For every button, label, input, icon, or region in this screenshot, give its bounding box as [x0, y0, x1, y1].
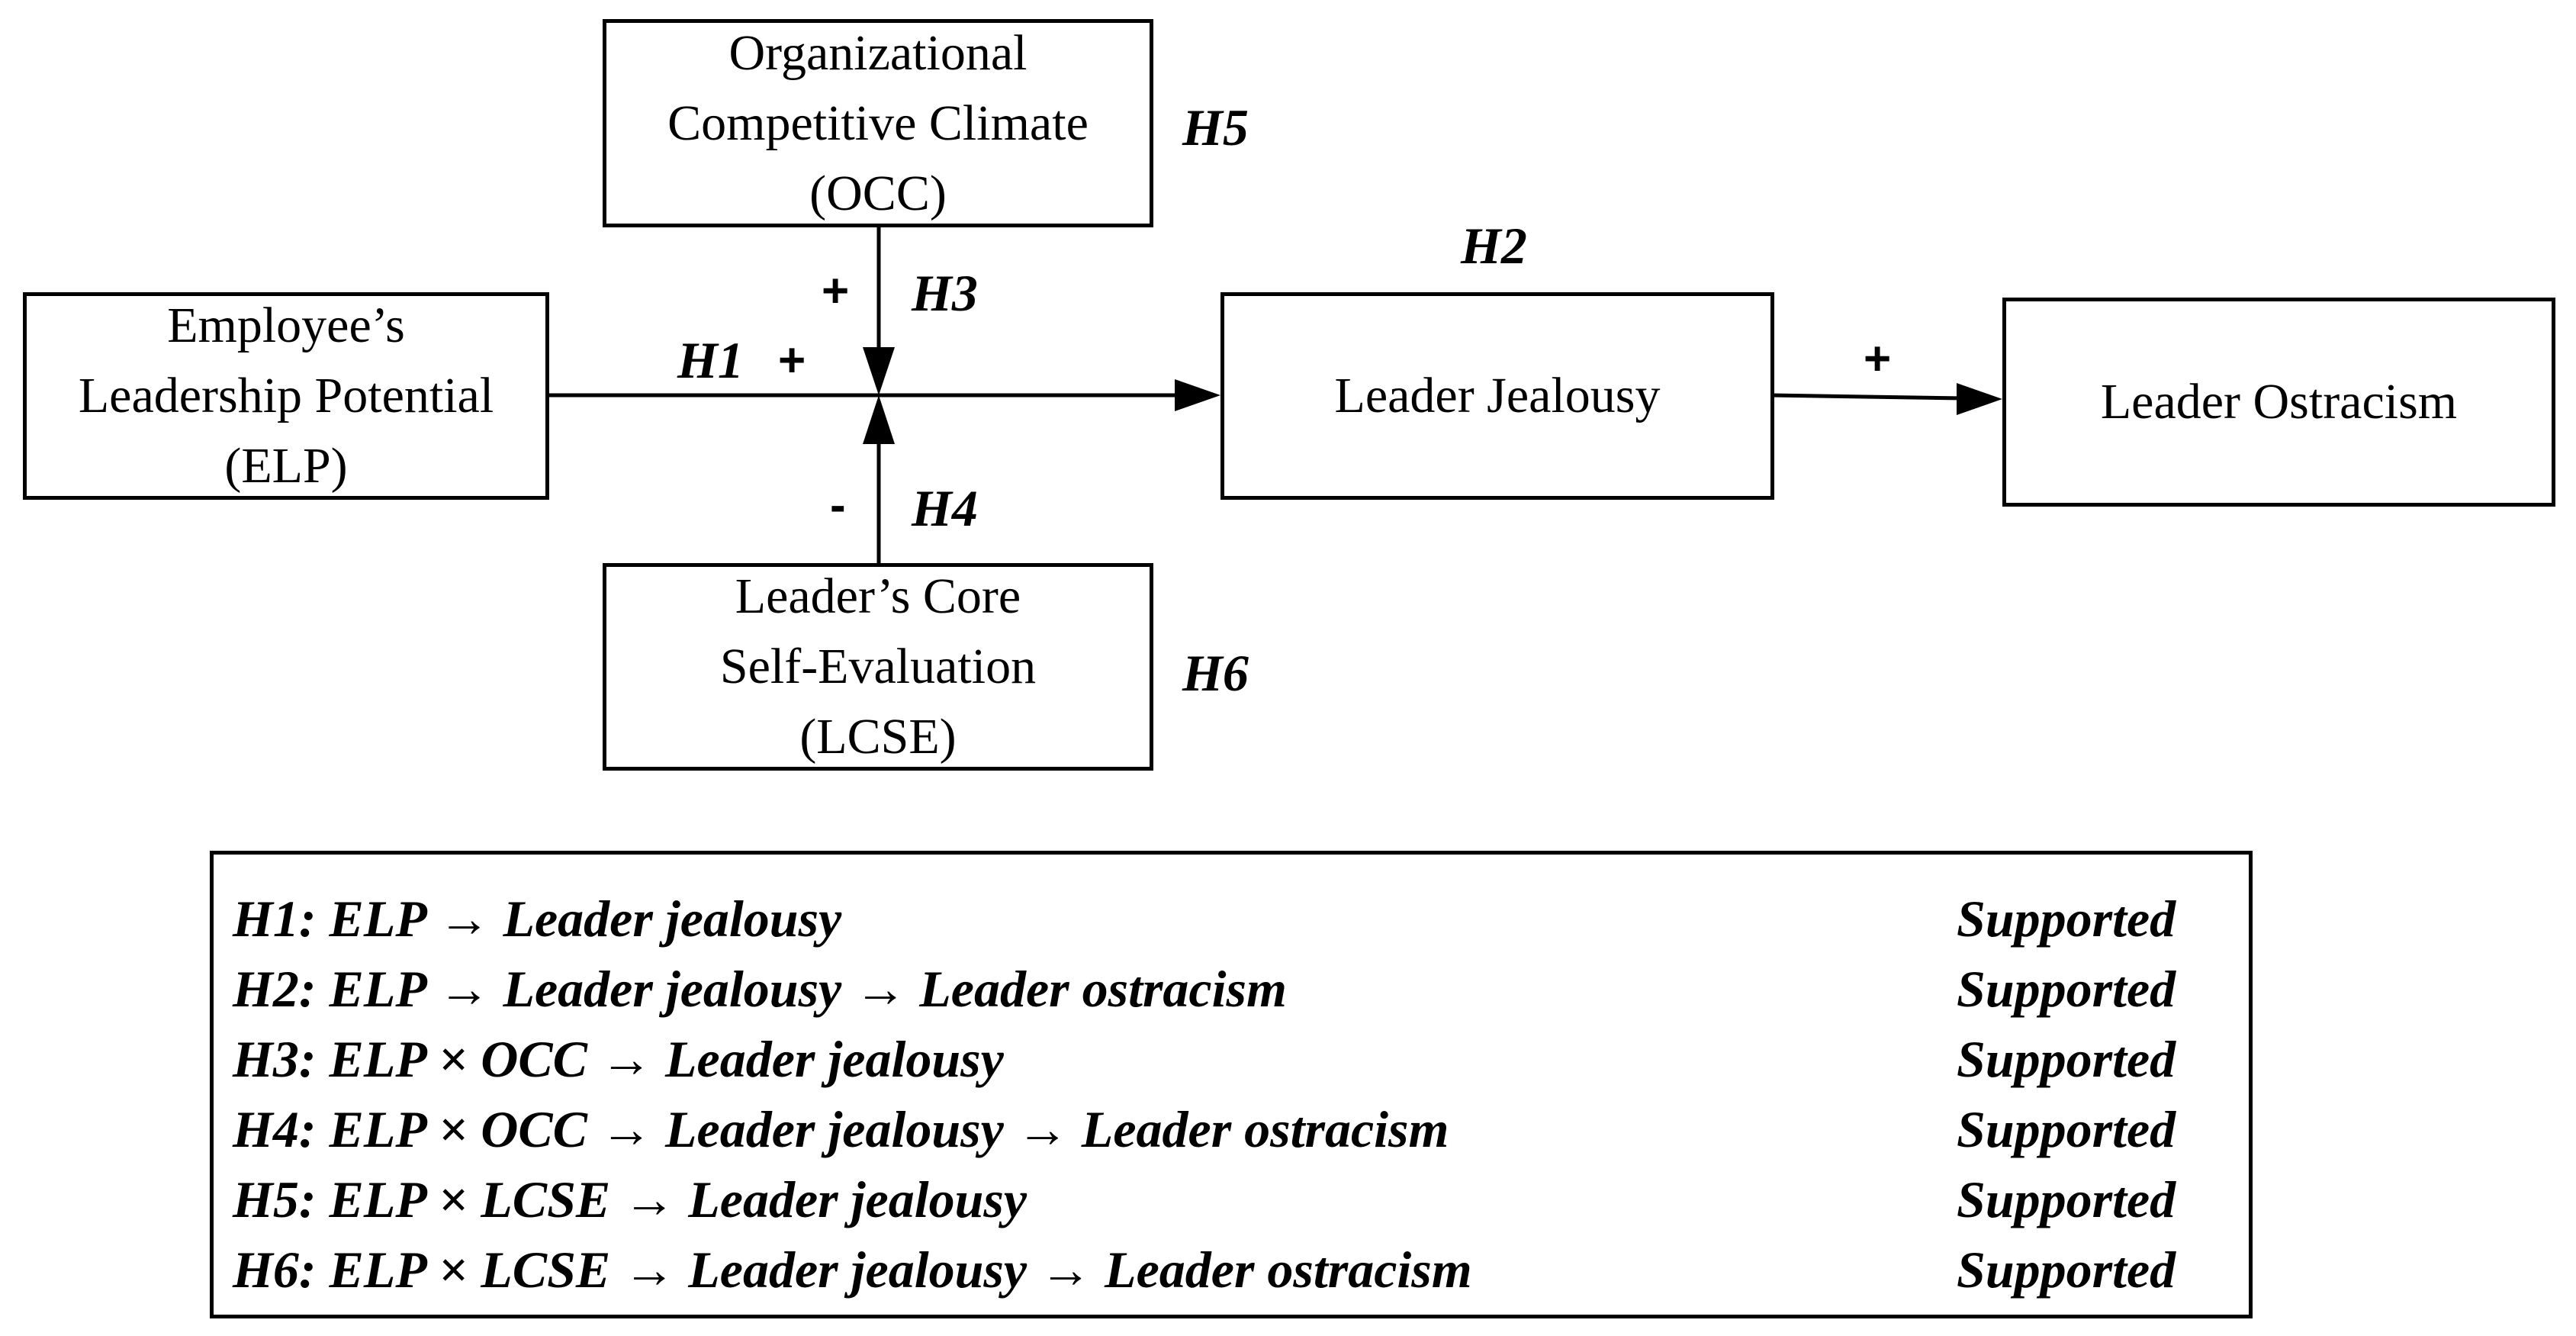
- sign-h3: +: [822, 265, 850, 317]
- hypothesis-text: H5: ELP × LCSE → Leader jealousy: [233, 1170, 1028, 1228]
- hypothesis-text: H2: ELP → Leader jealousy → Leader ostra…: [233, 960, 1287, 1018]
- sign-h2: +: [1864, 333, 1892, 385]
- elp-line-2: Leadership Potential: [78, 368, 494, 423]
- summary-row-h2: H2: ELP → Leader jealousy → Leader ostra…: [233, 954, 2195, 1024]
- arrow-jealousy-to-ostracism: [1770, 393, 1965, 401]
- arrowhead-ostracism: [1957, 383, 2002, 415]
- occ-line-3: (OCC): [809, 165, 947, 221]
- label-h2: H2: [1461, 217, 1527, 275]
- jealousy-label: Leader Jealousy: [1334, 368, 1661, 423]
- occ-line-2: Competitive Climate: [667, 95, 1089, 151]
- elp-line-1: Employee’s: [167, 298, 405, 353]
- arrowhead-lcse: [863, 395, 895, 444]
- hypothesis-text: H1: ELP → Leader jealousy: [233, 890, 842, 948]
- summary-row-h1: H1: ELP → Leader jealousy Supported: [233, 884, 2195, 954]
- sign-h1: +: [778, 334, 806, 387]
- elp-box: Employee’s Leadership Potential (ELP): [23, 292, 549, 500]
- label-h3: H3: [912, 264, 978, 322]
- hypothesis-text: H4: ELP × OCC → Leader jealousy → Leader…: [233, 1100, 1449, 1158]
- summary-row-h4: H4: ELP × OCC → Leader jealousy → Leader…: [233, 1094, 2195, 1164]
- status-text: Supported: [1957, 960, 2176, 1018]
- occ-box: Organizational Competitive Climate (OCC): [603, 19, 1153, 227]
- status-text: Supported: [1957, 890, 2176, 948]
- summary-row-h6: H6: ELP × LCSE → Leader jealousy → Leade…: [233, 1235, 2195, 1305]
- hypothesis-summary: H1: ELP → Leader jealousy Supported H2: …: [210, 851, 2253, 1318]
- hypothesis-text: H3: ELP × OCC → Leader jealousy: [233, 1030, 1004, 1088]
- lcse-box: Leader’s Core Self-Evaluation (LCSE): [603, 563, 1153, 771]
- lcse-line-2: Self-Evaluation: [719, 639, 1037, 694]
- label-h6: H6: [1182, 644, 1249, 702]
- status-text: Supported: [1957, 1100, 2176, 1158]
- lcse-line-1: Leader’s Core: [735, 568, 1021, 624]
- summary-row-h3: H3: ELP × OCC → Leader jealousy Supporte…: [233, 1024, 2195, 1094]
- label-h1: H1: [677, 331, 744, 389]
- arrowhead-occ: [863, 347, 895, 395]
- hypothesis-text: H6: ELP × LCSE → Leader jealousy → Leade…: [233, 1241, 1472, 1299]
- status-text: Supported: [1957, 1030, 2176, 1088]
- ostracism-label: Leader Ostracism: [2100, 374, 2458, 430]
- leader-ostracism-box: Leader Ostracism: [2002, 298, 2555, 507]
- status-text: Supported: [1957, 1241, 2176, 1299]
- occ-line-1: Organizational: [728, 24, 1028, 81]
- elp-line-3: (ELP): [224, 438, 348, 494]
- label-h5: H5: [1182, 98, 1249, 156]
- label-h4: H4: [912, 479, 978, 537]
- status-text: Supported: [1957, 1170, 2176, 1228]
- leader-jealousy-box: Leader Jealousy: [1220, 292, 1774, 500]
- summary-row-h5: H5: ELP × LCSE → Leader jealousy Support…: [233, 1164, 2195, 1235]
- sign-h4: -: [830, 479, 846, 532]
- lcse-line-3: (LCSE): [799, 709, 957, 765]
- arrowhead-jealousy: [1175, 379, 1220, 411]
